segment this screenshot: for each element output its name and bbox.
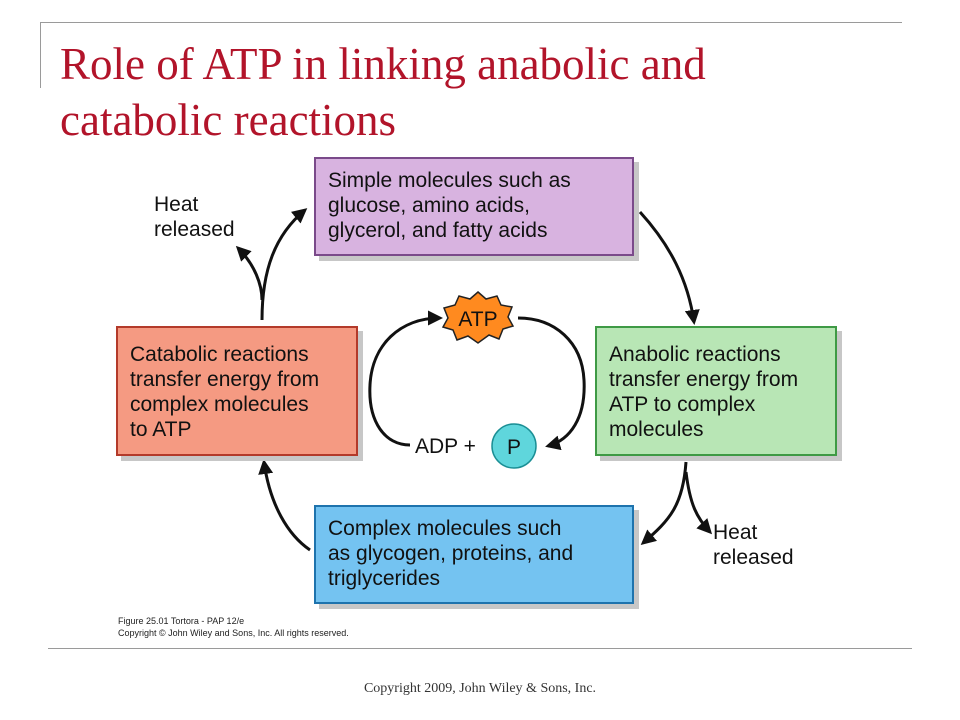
simple-molecules-box: Simple molecules such as glucose, amino … <box>314 157 634 256</box>
anabolic-line-4: molecules <box>609 418 704 441</box>
figure-credit: Figure 25.01 Tortora - PAP 12/e Copyrigh… <box>118 615 349 639</box>
complex-line-1: Complex molecules such <box>328 517 562 540</box>
anabolic-reactions-box: Anabolic reactions transfer energy from … <box>595 326 837 456</box>
anabolic-line-2: transfer energy from <box>609 368 799 391</box>
adp-label: ADP + <box>415 435 476 458</box>
catabolic-reactions-box: Catabolic reactions transfer energy from… <box>116 326 358 456</box>
heat-left-line-2: released <box>154 218 235 241</box>
catabolic-line-3: complex molecules <box>130 393 309 416</box>
simple-line-1: Simple molecules such as <box>328 169 571 192</box>
complex-molecules-box: Complex molecules such as glycogen, prot… <box>314 505 634 604</box>
anabolic-line-1: Anabolic reactions <box>609 343 781 366</box>
arrow-catabolic-to-simple <box>260 208 308 321</box>
top-rule <box>40 22 902 23</box>
arrow-atp-to-adp <box>517 316 586 451</box>
catabolic-line-1: Catabolic reactions <box>130 343 309 366</box>
complex-line-2: as glycogen, proteins, and <box>328 542 574 565</box>
title-line-1: Role of ATP in linking anabolic and <box>60 39 706 89</box>
atp-label: ATP <box>458 308 497 331</box>
simple-line-2: glucose, amino acids, <box>328 194 530 217</box>
phosphate-label: P <box>507 436 521 459</box>
credit-line-1: Figure 25.01 Tortora - PAP 12/e <box>118 616 245 626</box>
simple-line-3: glycerol, and fatty acids <box>328 219 548 242</box>
arrow-anabolic-to-complex <box>640 461 688 545</box>
arrow-heat-right <box>684 471 713 535</box>
left-rule <box>40 22 41 88</box>
slide-footer: Copyright 2009, John Wiley & Sons, Inc. <box>363 681 597 696</box>
bottom-rule <box>48 648 912 649</box>
catabolic-line-4: to ATP <box>130 418 192 441</box>
phosphate-circle <box>491 423 537 469</box>
heat-right-line-1: Heat <box>713 521 758 544</box>
complex-line-3: triglycerides <box>328 567 441 590</box>
heat-right-line-2: released <box>713 546 794 569</box>
heat-left-line-1: Heat <box>154 193 199 216</box>
arrow-simple-to-anabolic <box>638 210 700 325</box>
title-line-2: catabolic reactions <box>60 95 397 145</box>
anabolic-line-3: ATP to complex <box>609 393 756 416</box>
arrow-adp-to-atp <box>368 310 443 447</box>
arrow-complex-to-catabolic <box>258 459 311 552</box>
heat-released-left: Heat released <box>154 192 235 242</box>
slide-title: Role of ATP in linking anabolic and cata… <box>60 36 920 148</box>
credit-line-2: Copyright © John Wiley and Sons, Inc. Al… <box>118 628 349 638</box>
atp-starburst <box>441 291 515 344</box>
arrow-heat-left <box>235 245 264 301</box>
catabolic-line-2: transfer energy from <box>130 368 320 391</box>
heat-released-right: Heat released <box>713 520 794 570</box>
